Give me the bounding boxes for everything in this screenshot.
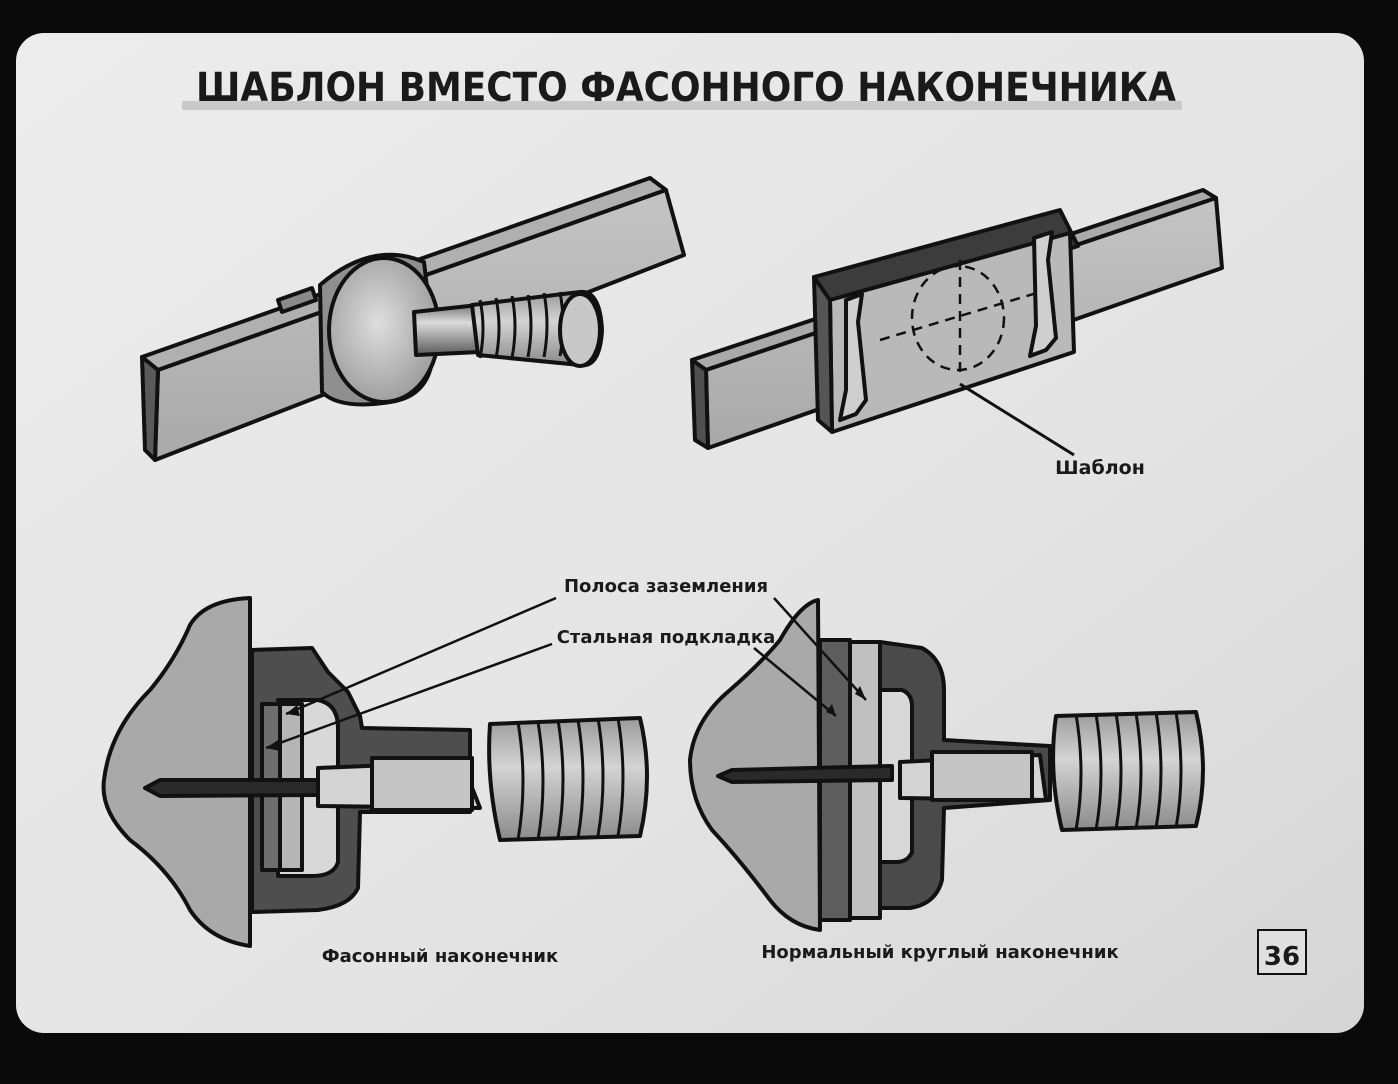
page-number-box: 36 xyxy=(1257,929,1307,975)
shaped-lug-assembly-illustration xyxy=(140,176,686,462)
ground-strip-leader-right xyxy=(773,597,867,701)
threaded-sleeve-left xyxy=(487,716,649,842)
title-group: ШАБЛОН ВМЕСТО ФАСОННОГО НАКОНЕЧНИКА xyxy=(182,65,1182,111)
steel-pad-leader-right xyxy=(753,647,837,717)
steel-pad-leader-left xyxy=(265,642,553,750)
bolt-tip-left xyxy=(143,778,320,798)
threaded-sleeve-right xyxy=(1051,710,1205,832)
equipment-body-left xyxy=(101,596,252,948)
shaped-lug-caption: Фасонный наконечник xyxy=(322,946,559,967)
steel-pad-top xyxy=(276,286,318,314)
slide-title: ШАБЛОН ВМЕСТО ФАСОННОГО НАКОНЕЧНИКА xyxy=(196,65,1176,111)
template-label: Шаблон xyxy=(1055,457,1145,479)
bolt-collar-right xyxy=(930,750,1034,802)
template-bar-end xyxy=(690,358,710,450)
ground-bar-end xyxy=(140,355,160,462)
round-lug-caption: Нормальный круглый наконечник xyxy=(761,942,1118,963)
bolt-thread xyxy=(470,289,604,368)
bolt-shank xyxy=(412,303,482,357)
template-plate-left-edge xyxy=(812,275,834,434)
lug-cavity-right xyxy=(878,688,914,864)
bolt-collar-left xyxy=(370,756,474,812)
ground-strip-leader-left xyxy=(285,596,557,716)
steel-pad-label: Стальная подкладка xyxy=(557,627,776,648)
bolt-tip-right xyxy=(716,764,894,784)
round-lug-section xyxy=(688,598,1205,932)
title-underline xyxy=(182,101,1182,110)
template-hole-marking xyxy=(879,260,1041,372)
template-assembly-illustration xyxy=(690,188,1224,457)
shaped-lug-section xyxy=(101,596,649,948)
template-clip-right xyxy=(1028,230,1058,358)
page-number: 36 xyxy=(1264,942,1300,972)
template-clip-left xyxy=(838,292,868,422)
leader-arrowheads xyxy=(266,686,866,751)
section-leader-lines xyxy=(265,596,867,750)
equipment-body-right xyxy=(688,598,822,932)
ground-strip-label: Полоса заземления xyxy=(564,576,768,597)
template-leader-line xyxy=(959,382,1075,457)
